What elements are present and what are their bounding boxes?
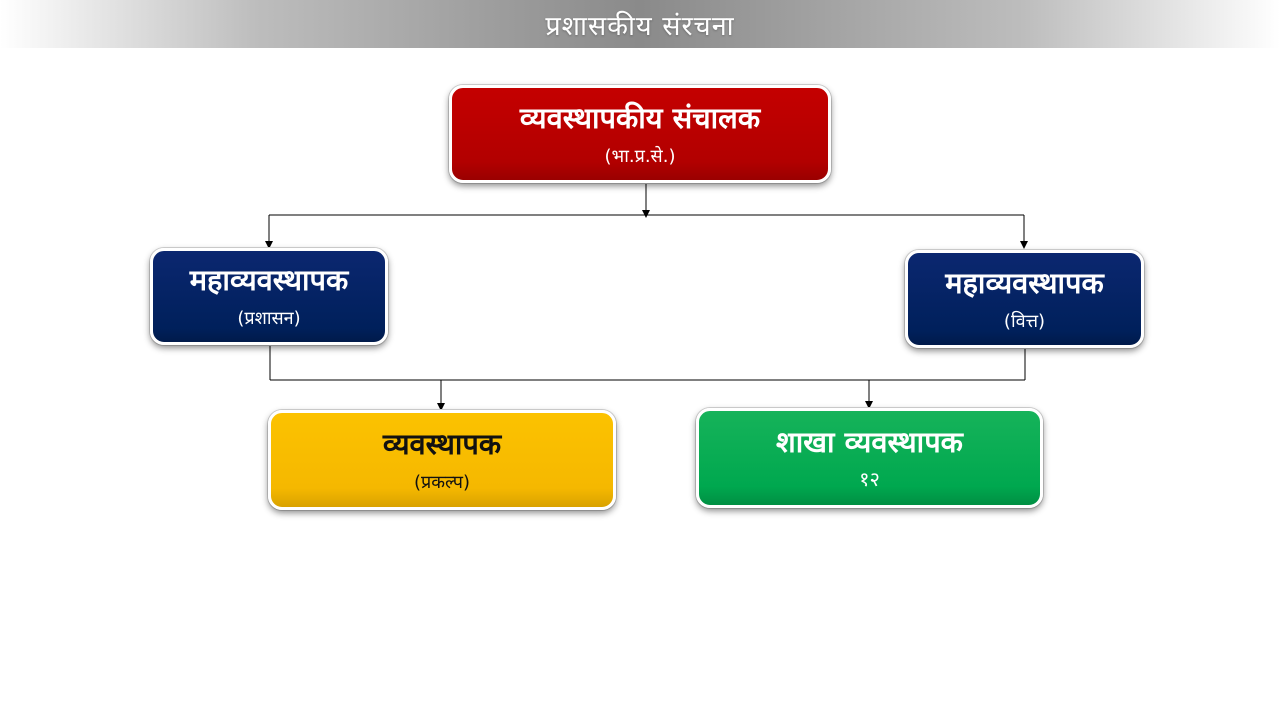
- node-branch-manager: शाखा व्यवस्थापक १२: [696, 408, 1043, 508]
- node-manager-project-label: व्यवस्थापक: [382, 426, 502, 461]
- title-bar: प्रशासकीय संरचना: [0, 0, 1280, 48]
- node-gm-finance-sub: (वित्त): [1003, 310, 1046, 332]
- node-managing-director-sub: (भा.प्र.से.): [604, 145, 676, 167]
- node-manager-project: व्यवस्थापक (प्रकल्प): [268, 410, 616, 510]
- node-manager-project-sub: (प्रकल्प): [413, 471, 471, 493]
- node-gm-admin-sub: (प्रशासन): [237, 308, 301, 330]
- node-managing-director: व्यवस्थापकीय संचालक (भा.प्र.से.): [449, 85, 831, 183]
- page-title: प्रशासकीय संरचना: [545, 10, 735, 42]
- node-gm-admin: महाव्यवस्थापक (प्रशासन): [150, 248, 388, 345]
- node-branch-manager-label: शाखा व्यवस्थापक: [776, 424, 963, 459]
- node-managing-director-label: व्यवस्थापकीय संचालक: [519, 100, 761, 135]
- node-branch-manager-count: १२: [859, 467, 880, 492]
- node-gm-admin-label: महाव्यवस्थापक: [189, 263, 349, 298]
- node-gm-finance-label: महाव्यवस्थापक: [945, 265, 1104, 300]
- node-gm-finance: महाव्यवस्थापक (वित्त): [905, 250, 1144, 348]
